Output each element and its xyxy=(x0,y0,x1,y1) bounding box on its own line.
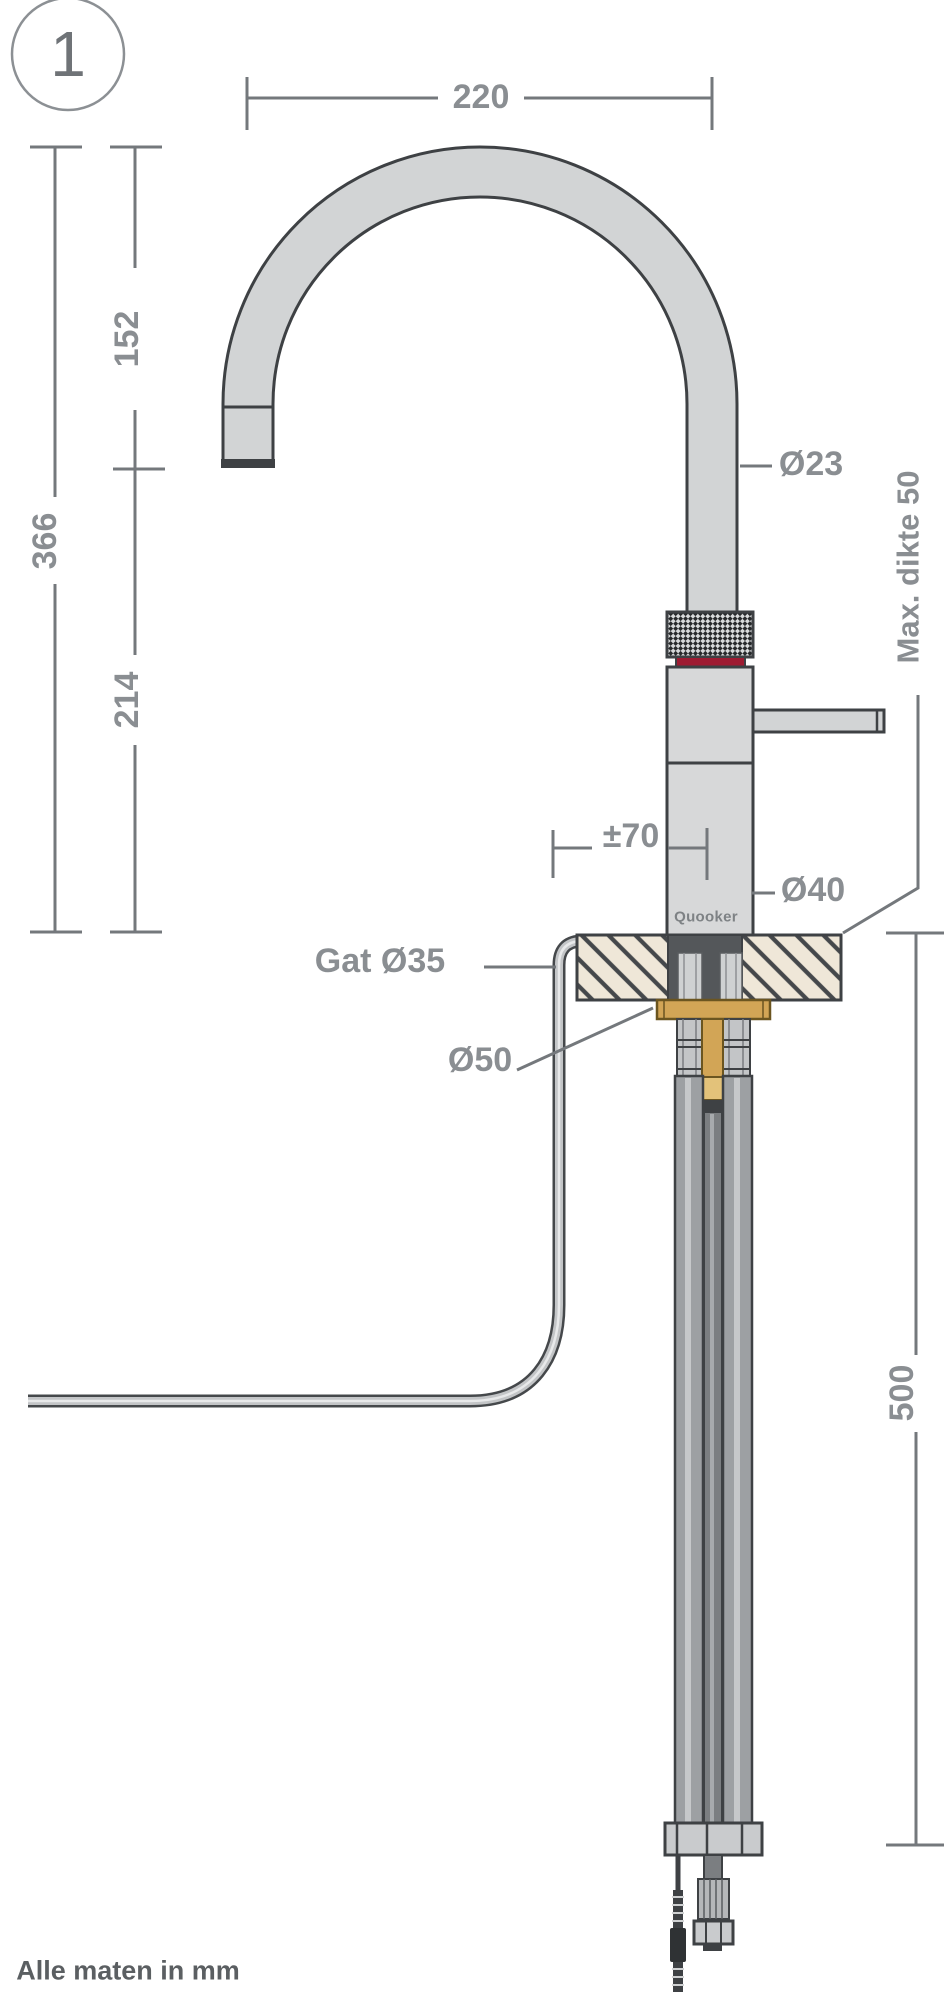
figure-number: 1 xyxy=(50,18,86,90)
center-brass-rod xyxy=(699,1018,726,1112)
flexible-hose xyxy=(28,934,581,1408)
label-dia-40: Ø40 xyxy=(780,871,846,909)
brass-flange xyxy=(655,998,772,1021)
footer-note: Alle maten in mm xyxy=(16,1955,240,1986)
brand-logo-text: Quooker xyxy=(674,908,738,926)
leader-dia50 xyxy=(516,1006,654,1072)
figure-number-circle xyxy=(10,0,126,112)
handle-lever xyxy=(751,708,886,734)
dim-label-220: 220 xyxy=(452,78,510,116)
dim-label-214: 214 xyxy=(108,671,146,729)
worktop xyxy=(575,933,843,1002)
dim-label-366: 366 xyxy=(26,512,64,570)
mounting-nut-plate xyxy=(663,1821,764,1857)
dim-label-152: 152 xyxy=(108,310,146,368)
label-max-dikte-50: Max. dikte 50 xyxy=(890,470,926,664)
mounting-bolt-end xyxy=(692,1854,735,1951)
spout-outlet xyxy=(221,459,275,468)
knurled-ring xyxy=(665,610,755,659)
label-gat-35: Gat Ø35 xyxy=(314,942,446,980)
spout xyxy=(221,145,739,615)
dim-label-500: 500 xyxy=(883,1364,921,1422)
label-dia-23: Ø23 xyxy=(778,445,844,483)
tap-body-upper xyxy=(665,665,755,765)
shank-studs xyxy=(677,952,743,1001)
supply-tubes xyxy=(673,1074,754,1825)
leader-max-dikte xyxy=(842,695,920,935)
cable-end xyxy=(670,1855,686,1992)
dim-label-70: ±70 xyxy=(602,817,660,855)
dimension-lines xyxy=(30,77,944,1847)
label-dia-50: Ø50 xyxy=(447,1041,513,1079)
